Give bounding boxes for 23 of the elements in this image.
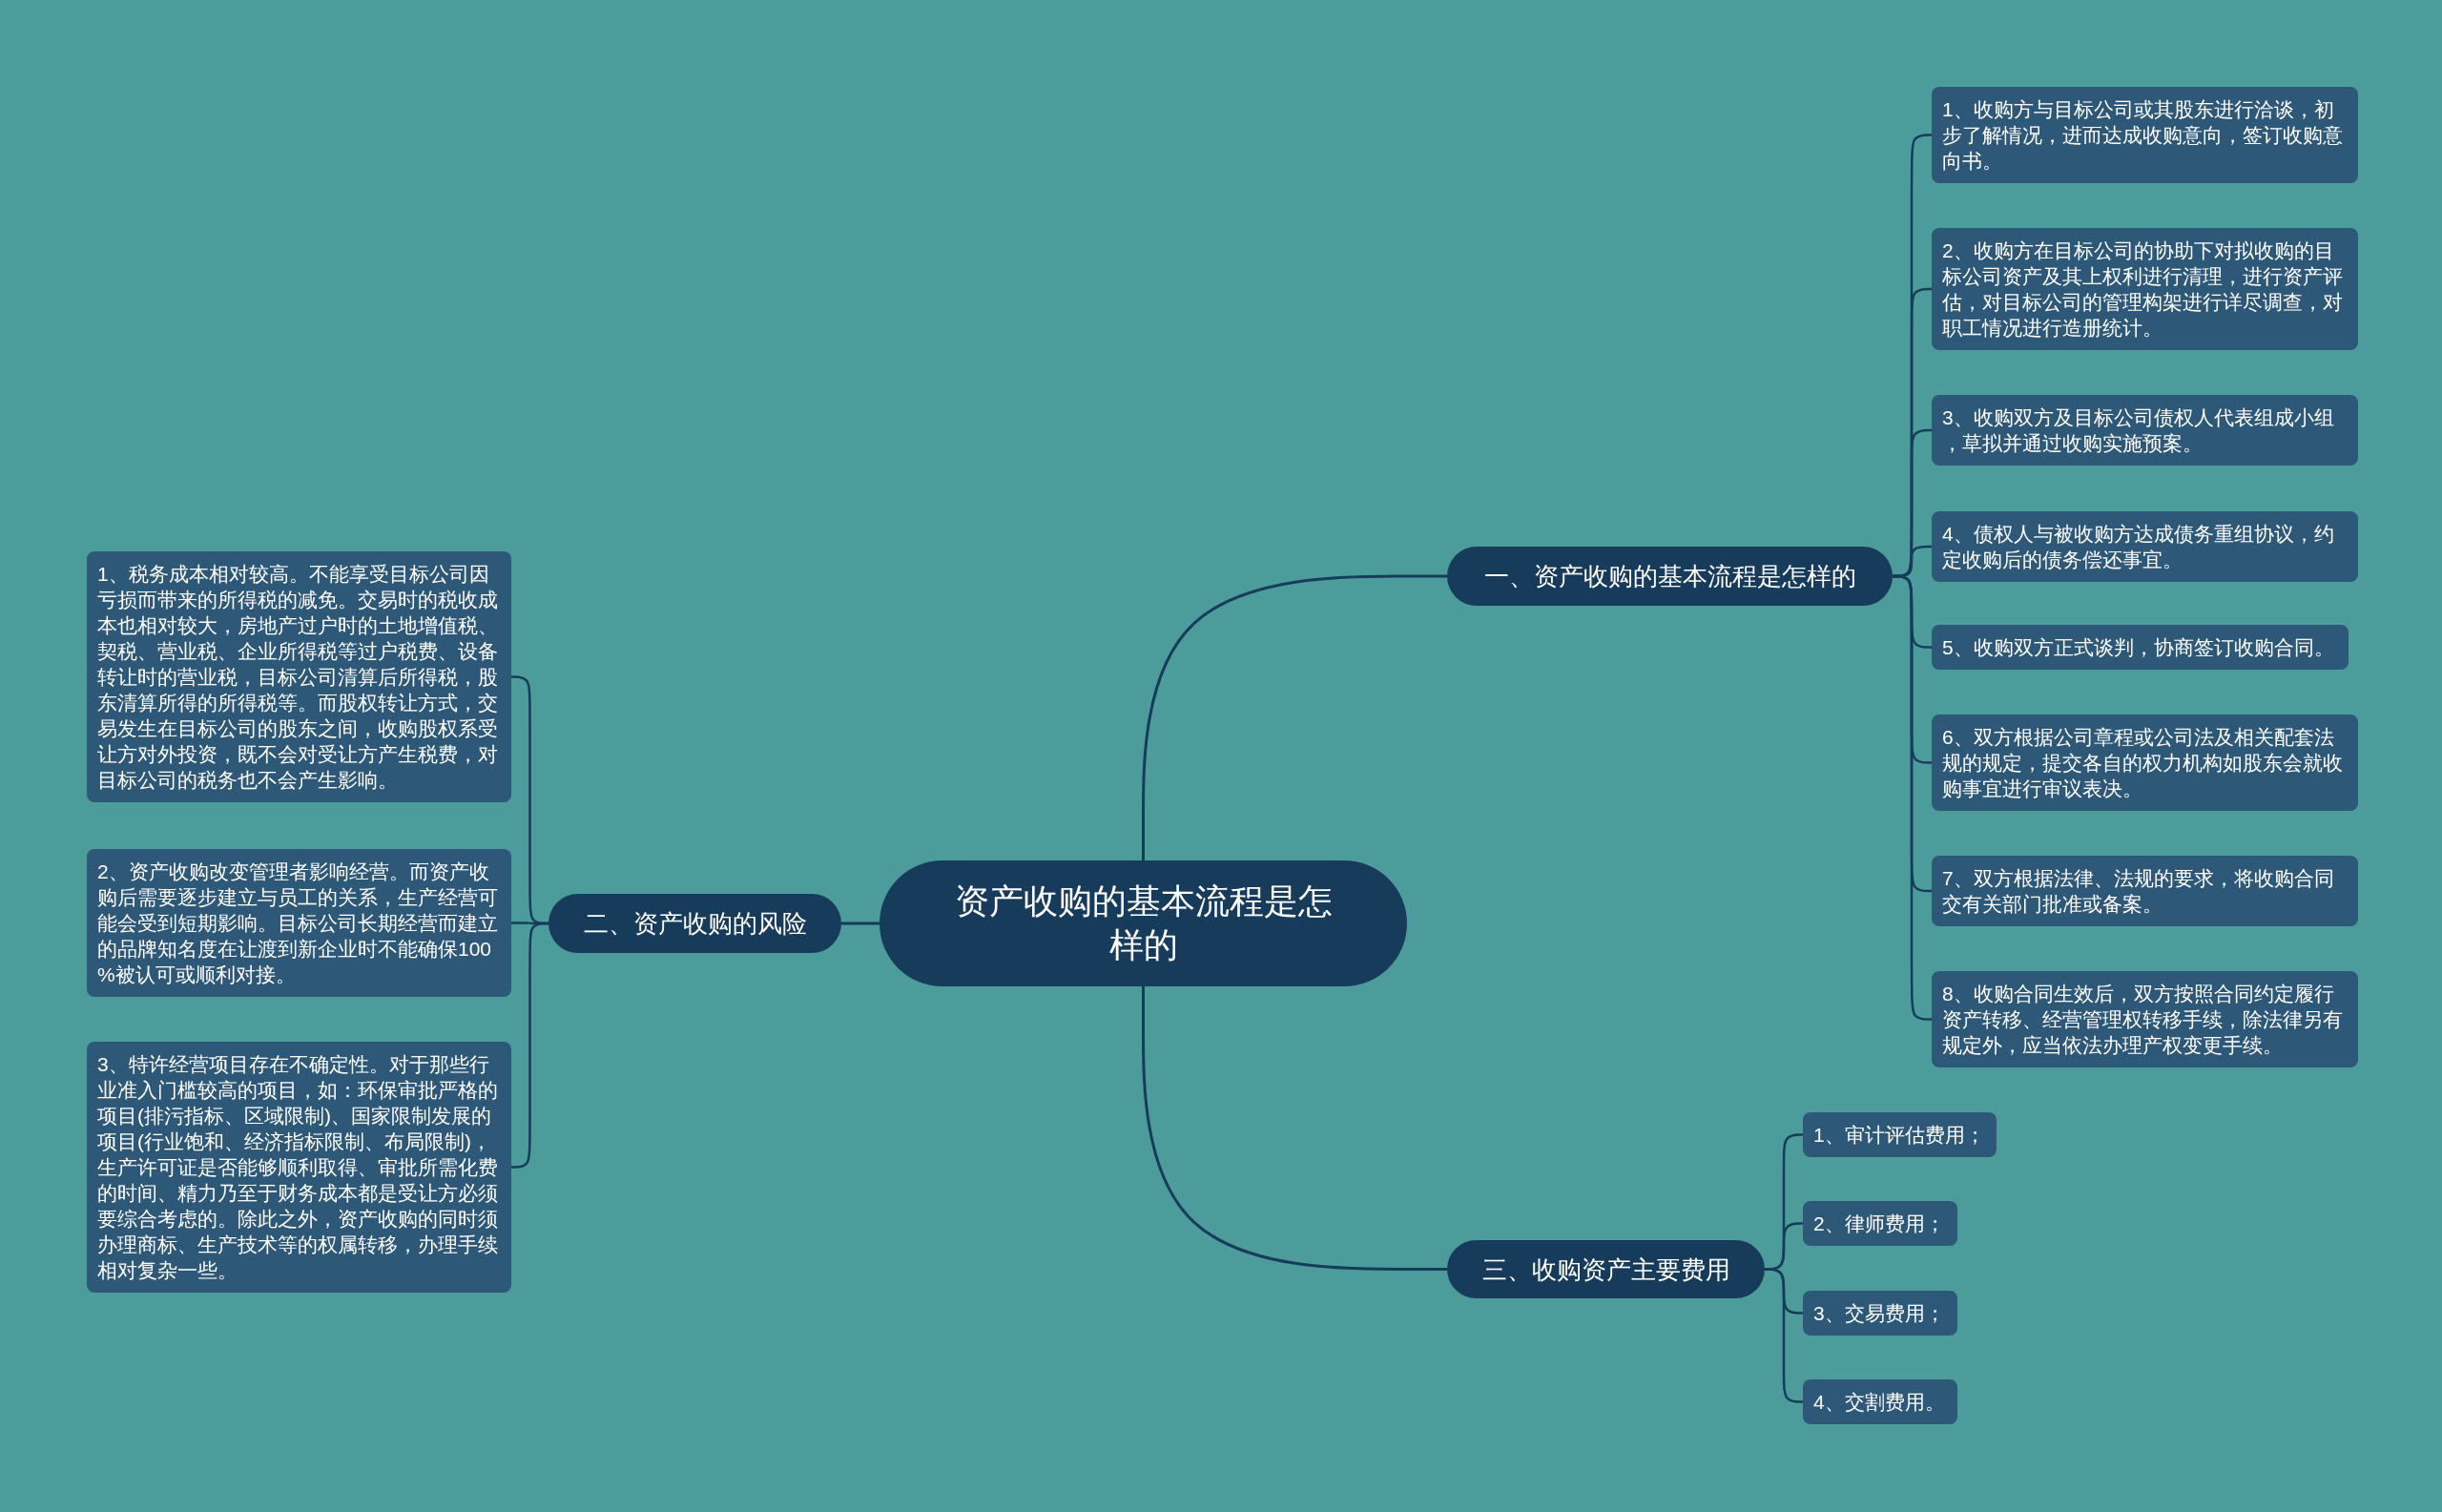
main-topic: 一、资产收购的基本流程是怎样的 xyxy=(1447,547,1893,606)
subtopic-note: 2、资产收购改变管理者影响经营。而资产收购后需要逐步建立与员工的关系，生产经营可能会受到短期影响。目标公司长期经营而建立的品牌知名度在让渡到新企业时不能确保100%被认可或顺利对接。 xyxy=(87,849,511,997)
subtopic-note: 2、律师费用； xyxy=(1803,1201,1957,1246)
subtopic-note: 4、交割费用。 xyxy=(1803,1379,1957,1424)
subtopic-note: 7、双方根据法律、法规的要求，将收购合同交有关部门批准或备案。 xyxy=(1932,856,2358,926)
main-topic: 三、收购资产主要费用 xyxy=(1447,1240,1765,1298)
subtopic-note: 4、债权人与被收购方达成债务重组协议，约定收购后的债务偿还事宜。 xyxy=(1932,511,2358,582)
subtopic-note: 3、交易费用； xyxy=(1803,1291,1957,1336)
subtopic-note: 5、收购双方正式谈判，协商签订收购合同。 xyxy=(1932,625,2349,670)
connector-line xyxy=(1142,986,1447,1271)
connector-line xyxy=(1893,574,1932,1021)
subtopic-note: 2、收购方在目标公司的协助下对拟收购的目标公司资产及其上权利进行清理，进行资产评估，对目标公司的管理构架进行详尽调查，对职工情况进行造册统计。 xyxy=(1932,228,2358,350)
connector-line xyxy=(1142,574,1447,860)
subtopic-note: 6、双方根据公司章程或公司法及相关配套法规的规定，提交各自的权力机构如股东会就收购事宜进行审议表决。 xyxy=(1932,715,2358,811)
connector-line xyxy=(841,922,880,925)
main-topic: 二、资产收购的风险 xyxy=(548,894,841,953)
subtopic-note: 1、审计评估费用； xyxy=(1803,1112,1997,1157)
subtopic-note: 1、收购方与目标公司或其股东进行洽谈，初步了解情况，进而达成收购意向，签订收购意向书。 xyxy=(1932,87,2358,183)
subtopic-note: 1、税务成本相对较高。不能享受目标公司因亏损而带来的所得税的减免。交易时的税收成本也相对较大，房地产过户时的土地增值税、契税、营业税、企业所得税等过户税费、设备转让时的营业税，目标公司清算后所得税，股东清算所得的所得税等。而股权转让方式，交易发生在目标公司的股东之间，收购股权系受让方对外投资，既不会对受让方产生税费，对目标公司的税务也不会产生影响。 xyxy=(87,551,511,802)
subtopic-note: 3、特许经营项目存在不确定性。对于那些行业准入门槛较高的项目，如：环保审批严格的项目(排污指标、区域限制)、国家限制发展的项目(行业饱和、经济指标限制、布局限制)，生产许可证是否能够顺利取得、审批所需化费的时间、精力乃至于财务成本都是受让方必须要综合考虑的。除此之外，资产收购的同时须办理商标、生产技术等的权属转移，办理手续相对复杂一些。 xyxy=(87,1042,511,1293)
central-topic: 资产收购的基本流程是怎样的 xyxy=(880,860,1407,986)
subtopic-note: 3、收购双方及目标公司债权人代表组成小组，草拟并通过收购实施预案。 xyxy=(1932,395,2358,466)
subtopic-note: 8、收购合同生效后，双方按照合同约定履行资产转移、经营管理权转移手续，除法律另有规定外，应当依法办理产权变更手续。 xyxy=(1932,971,2358,1067)
